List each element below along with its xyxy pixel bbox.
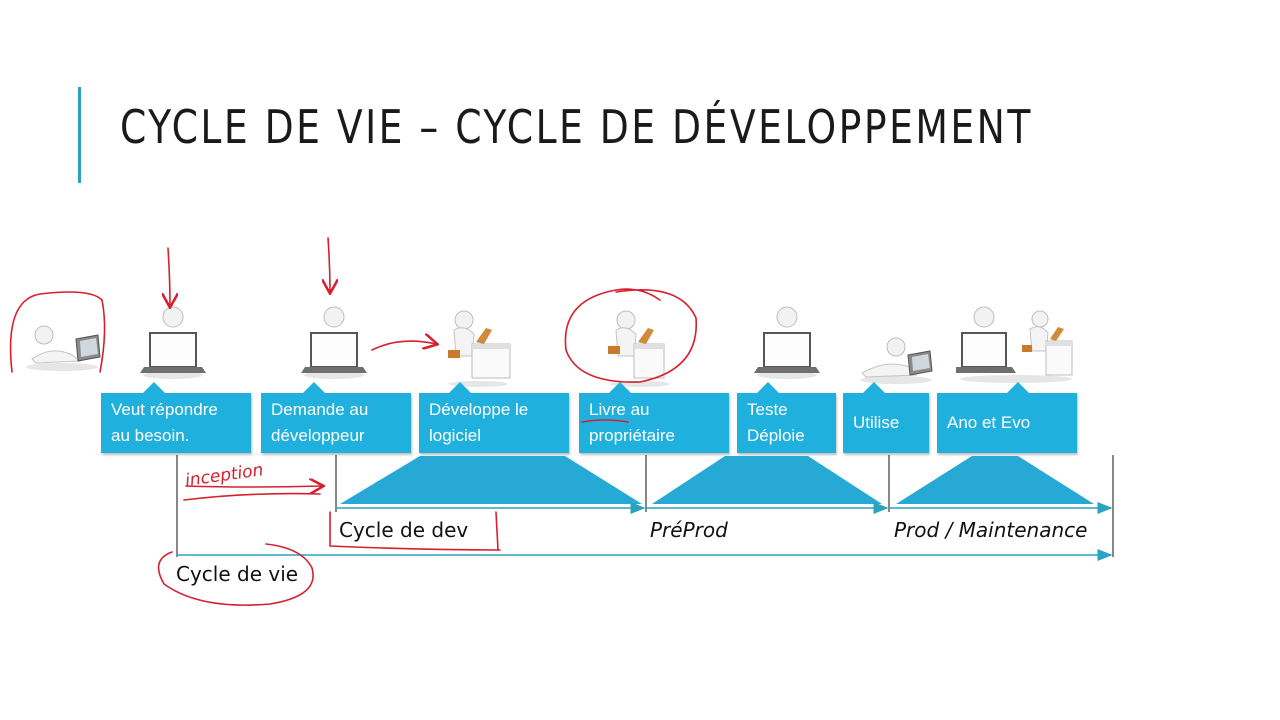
- step-line: développeur: [271, 426, 365, 445]
- step-callout: Demande au développeur: [261, 382, 411, 453]
- slide-title: CYCLE DE VIE – CYCLE DE DÉVELOPPEMENT: [120, 100, 1033, 154]
- step-line: Teste: [747, 400, 788, 419]
- step-line: Utilise: [853, 413, 900, 432]
- person-lying-laptop-icon: [26, 325, 101, 371]
- step-callout: Développe le logiciel: [419, 382, 569, 453]
- step-callout: Ano et Evo: [937, 382, 1077, 453]
- step-callout: Livre au propriétaire: [579, 382, 729, 453]
- person-at-desk-icon: [608, 310, 670, 387]
- step-line: propriétaire: [589, 426, 675, 445]
- phase-label-dev: Cycle de dev: [339, 518, 469, 542]
- step-line: Ano et Evo: [947, 413, 1031, 432]
- ink-bracket: [495, 511, 499, 551]
- ink-arrow-right: [185, 486, 322, 487]
- phase-label-life: Cycle de vie: [176, 562, 299, 586]
- step-callout: Teste Déploie: [737, 382, 836, 453]
- phase-trapezoid-dev: [340, 456, 642, 504]
- step-line: Demande au: [271, 400, 369, 419]
- person-lying-laptop-icon: [860, 337, 933, 384]
- inception-annotation: inception: [184, 460, 265, 491]
- person-laptop-icon: [301, 306, 367, 379]
- step-line: au besoin.: [111, 426, 190, 445]
- ink-underline: [183, 492, 321, 501]
- step-callout: Utilise: [843, 382, 929, 453]
- person-at-desk-icon: [448, 310, 511, 387]
- title-accent-bar: [78, 87, 81, 183]
- ink-arrow-down: [168, 247, 170, 306]
- step-line: Veut répondre: [111, 400, 218, 419]
- person-laptop-icon: [754, 306, 820, 379]
- ink-arrow-right: [371, 341, 436, 351]
- phase-label-preprod: PréProd: [650, 518, 728, 542]
- step-callout: Veut répondre au besoin.: [101, 382, 251, 453]
- step-line: Déploie: [747, 426, 805, 445]
- person-laptop-icon: [140, 306, 206, 379]
- two-persons-icon: [956, 306, 1073, 383]
- ink-arrow-down: [328, 237, 330, 292]
- step-line: logiciel: [429, 426, 481, 445]
- phase-trapezoid-preprod: [652, 456, 882, 504]
- step-line: Livre au: [589, 400, 650, 419]
- step-line: Développe le: [429, 400, 529, 419]
- phase-label-prod: Prod / Maintenance: [894, 518, 1088, 542]
- phase-trapezoid-prod: [896, 456, 1094, 504]
